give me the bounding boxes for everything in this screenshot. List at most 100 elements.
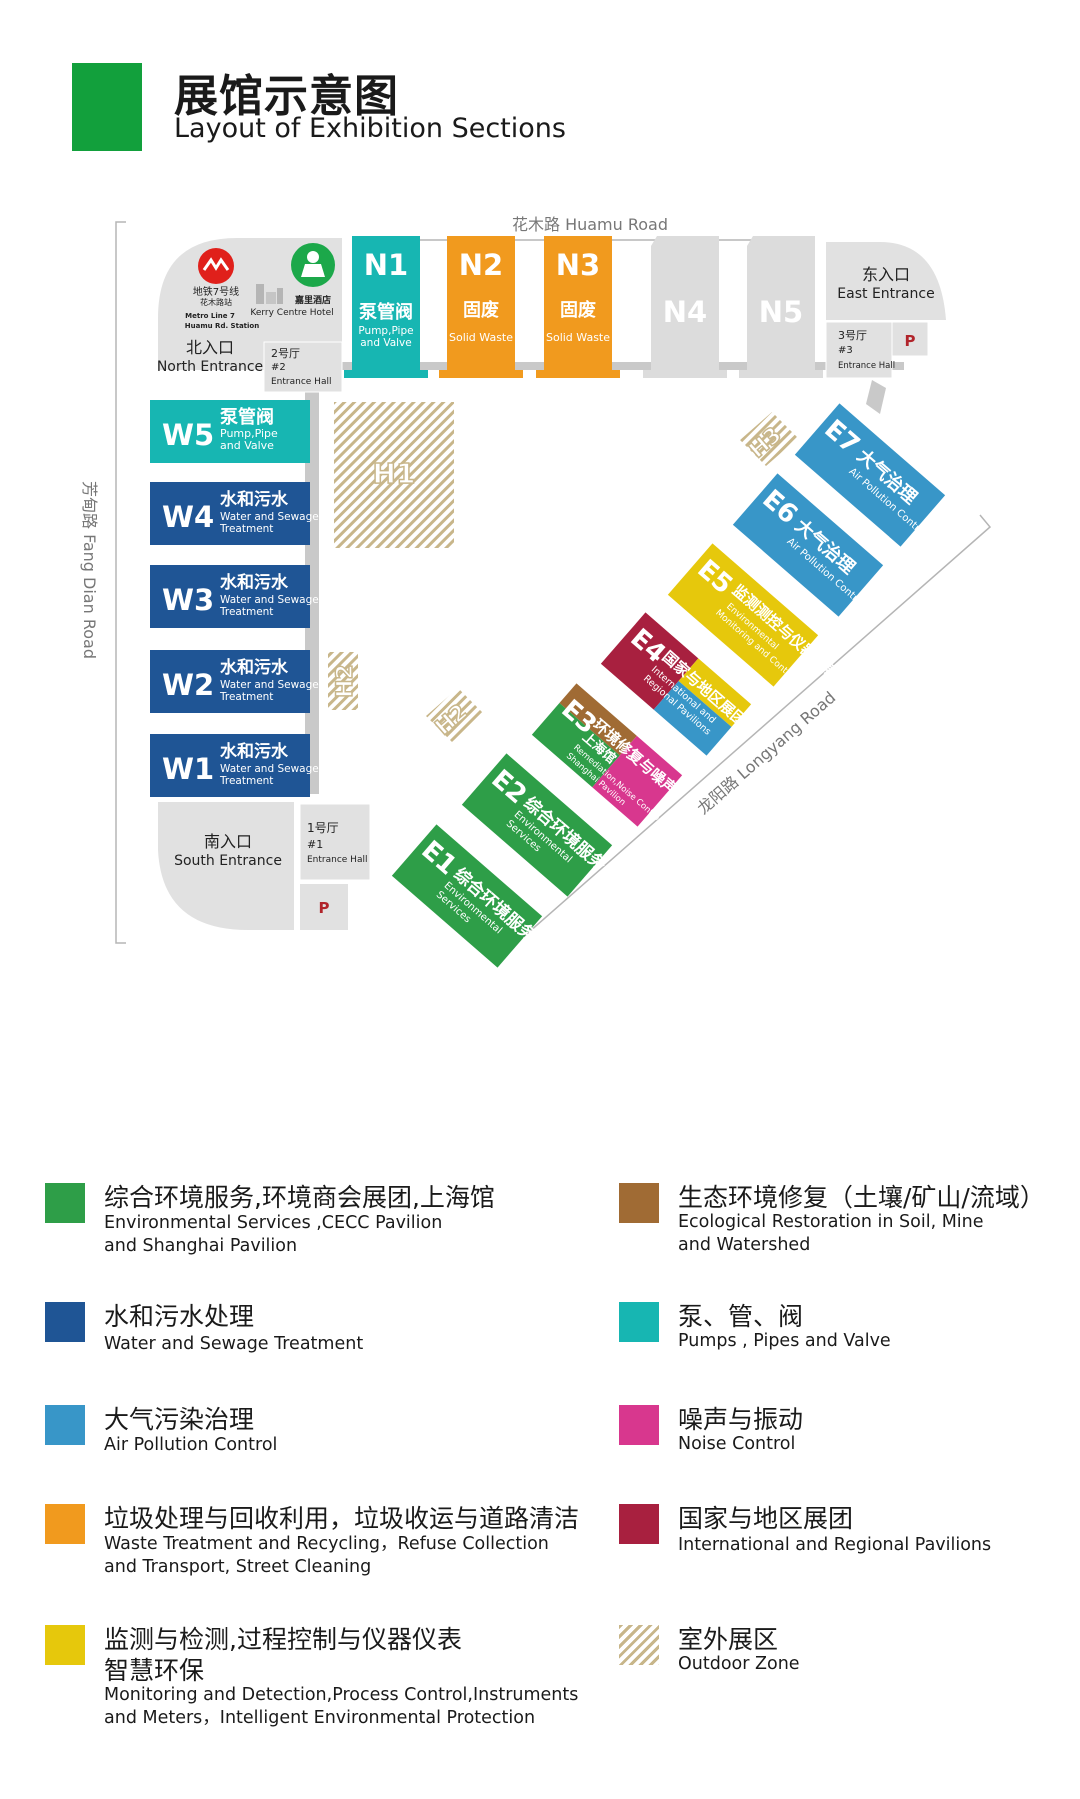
legend-swatch-teal: [619, 1302, 659, 1342]
east-entrance-zh: 东入口: [862, 265, 910, 284]
outdoor-h1[interactable]: H1: [334, 402, 454, 548]
hotel-name-en: Kerry Centre Hotel: [250, 308, 333, 318]
w2-zh: 水和污水: [220, 657, 289, 678]
pavilion-n5[interactable]: N5: [739, 236, 823, 378]
south-entrance-zh: 南入口: [204, 832, 252, 851]
legend-label-en-1: Outdoor Zone: [678, 1654, 800, 1674]
outdoor-h3[interactable]: H3: [740, 412, 798, 466]
hall2-label: 2号厅: [271, 347, 300, 360]
pavilion-n2[interactable]: N2 固废 Solid Waste: [439, 236, 523, 378]
hall2-number: #2: [271, 362, 286, 373]
w3-code: W3: [162, 583, 214, 617]
legend-swatch-green: [45, 1183, 85, 1223]
legend-swatch-orange: [45, 1504, 85, 1544]
legend-label-en-2: and Transport, Street Cleaning: [104, 1557, 372, 1577]
n5-code: N5: [759, 295, 803, 329]
north-entrance-en: North Entrance: [157, 359, 263, 375]
w4-en2: Treatment: [219, 523, 273, 535]
legend-label-zh: 水和污水处理: [104, 1302, 255, 1331]
legend-label-en-1: Monitoring and Detection,Process Control…: [104, 1685, 579, 1705]
entrance-hall-2: 2号厅 #2 Entrance Hall: [263, 341, 343, 393]
parking-south-label: P: [319, 899, 330, 917]
w3-en2: Treatment: [219, 606, 273, 618]
n1-zh: 泵管阀: [359, 301, 413, 323]
legend-swatch-brown: [619, 1183, 659, 1223]
pavilion-e1[interactable]: E1 综合环境服务 Environmental Services: [391, 824, 549, 973]
pavilion-w2[interactable]: W2 水和污水 Water and Sewage Treatment: [150, 650, 319, 713]
w4-en1: Water and Sewage: [220, 511, 319, 523]
pavilion-w4[interactable]: W4 水和污水 Water and Sewage Treatment: [150, 482, 319, 545]
hall1-number: #1: [307, 838, 323, 851]
pavilion-n1[interactable]: N1 泵管阀 Pump,Pipe and Valve: [344, 236, 428, 378]
w4-code: W4: [162, 500, 214, 534]
w1-code: W1: [162, 752, 214, 786]
legend-label-zh: 国家与地区展团: [678, 1504, 854, 1533]
pavilion-w5[interactable]: W5 泵管阀 Pump,Pipe and Valve: [150, 400, 310, 463]
east-entrance-block: 东入口 East Entrance: [826, 242, 946, 320]
w2-code: W2: [162, 668, 214, 702]
n2-zh: 固废: [463, 299, 499, 321]
north-entrance-zh: 北入口: [186, 338, 234, 357]
legend-label-en-1: Waste Treatment and Recycling，Refuse Col…: [104, 1534, 549, 1554]
legend-label-en-1: Noise Control: [678, 1434, 796, 1454]
hotel-name-zh: 嘉里酒店: [294, 294, 331, 306]
north-connector: [332, 362, 904, 370]
h1-label: H1: [373, 457, 416, 490]
legend-label-en-1: Environmental Services ,CECC Pavilion: [104, 1213, 443, 1233]
fangdian-road: 芳甸路 Fang Dian Road: [80, 221, 126, 944]
legend-label-en-1: Water and Sewage Treatment: [104, 1334, 364, 1354]
legend-label-zh: 垃圾处理与回收利用，垃圾收运与道路清洁: [104, 1504, 580, 1533]
entrance-hall-3: 3号厅 #3 Entrance Hall: [825, 321, 895, 379]
parking-south: P: [300, 884, 348, 930]
legend-label-en-2: and Watershed: [678, 1235, 811, 1255]
n1-en1: Pump,Pipe: [358, 325, 413, 337]
legend-label-zh: 泵、管、阀: [678, 1302, 804, 1331]
huamu-road-label: 花木路 Huamu Road: [512, 215, 668, 234]
outdoor-h2-west[interactable]: H2: [328, 652, 359, 710]
entrance-hall-1: 1号厅 #1 Entrance Hall: [299, 803, 371, 881]
fangdian-road-label: 芳甸路 Fang Dian Road: [80, 481, 99, 659]
legend-label-en-2: and Shanghai Pavilion: [104, 1236, 298, 1256]
pavilion-e6[interactable]: E6 大气治理 Air Pollution Control: [732, 473, 892, 623]
metro-station-en: Huamu Rd. Station: [185, 322, 259, 330]
n3-code: N3: [556, 248, 600, 282]
w5-zh: 泵管阀: [220, 406, 274, 428]
n1-en2: and Valve: [360, 337, 412, 349]
outdoor-h2-east[interactable]: H2: [426, 688, 484, 742]
metro-line-en: Metro Line 7: [185, 312, 235, 320]
legend-label-zh: 生态环境修复（土壤/矿山/流域）: [678, 1183, 1045, 1212]
south-entrance-en: South Entrance: [174, 853, 282, 869]
n1-code: N1: [364, 248, 408, 282]
legend-swatch-magenta: [619, 1405, 659, 1445]
hotel-building-icon: [256, 284, 264, 304]
w1-en1: Water and Sewage: [220, 763, 319, 775]
parking-east: P: [891, 321, 929, 357]
w2-en2: Treatment: [219, 691, 273, 703]
w4-zh: 水和污水: [220, 489, 289, 510]
legend-label-en-1: Ecological Restoration in Soil, Mine: [678, 1212, 984, 1232]
legend-label-zh-2: 智慧环保: [104, 1656, 205, 1685]
legend-label-zh: 噪声与振动: [678, 1405, 804, 1434]
w1-zh: 水和污水: [220, 741, 289, 762]
w3-en1: Water and Sewage: [220, 594, 319, 606]
legend-label-en-1: International and Regional Pavilions: [678, 1535, 992, 1555]
hall3-number: #3: [838, 345, 853, 356]
legend-swatch-navy: [45, 1302, 85, 1342]
n4-code: N4: [663, 295, 707, 329]
w5-en1: Pump,Pipe: [220, 427, 278, 440]
pavilion-w1[interactable]: W1 水和污水 Water and Sewage Treatment: [150, 734, 319, 797]
legend-swatch-outdoor-hatch: [619, 1625, 659, 1665]
pavilion-n4[interactable]: N4: [643, 236, 727, 378]
n3-en1: Solid Waste: [546, 331, 610, 344]
legend-swatch-sky: [45, 1405, 85, 1445]
n2-en1: Solid Waste: [449, 331, 513, 344]
pavilion-n3[interactable]: N3 固废 Solid Waste: [536, 236, 620, 378]
legend-label-zh: 监测与检测,过程控制与仪器仪表: [104, 1625, 462, 1654]
legend-label-en-2: and Meters，Intelligent Environmental Pro…: [104, 1708, 536, 1728]
pavilion-w3[interactable]: W3 水和污水 Water and Sewage Treatment: [150, 565, 319, 628]
hall3-label: 3号厅: [838, 329, 867, 342]
n2-code: N2: [459, 248, 503, 282]
w3-zh: 水和污水: [220, 572, 289, 593]
hall3-en: Entrance Hall: [838, 361, 895, 371]
metro-line-label: 地铁7号线: [193, 285, 239, 298]
